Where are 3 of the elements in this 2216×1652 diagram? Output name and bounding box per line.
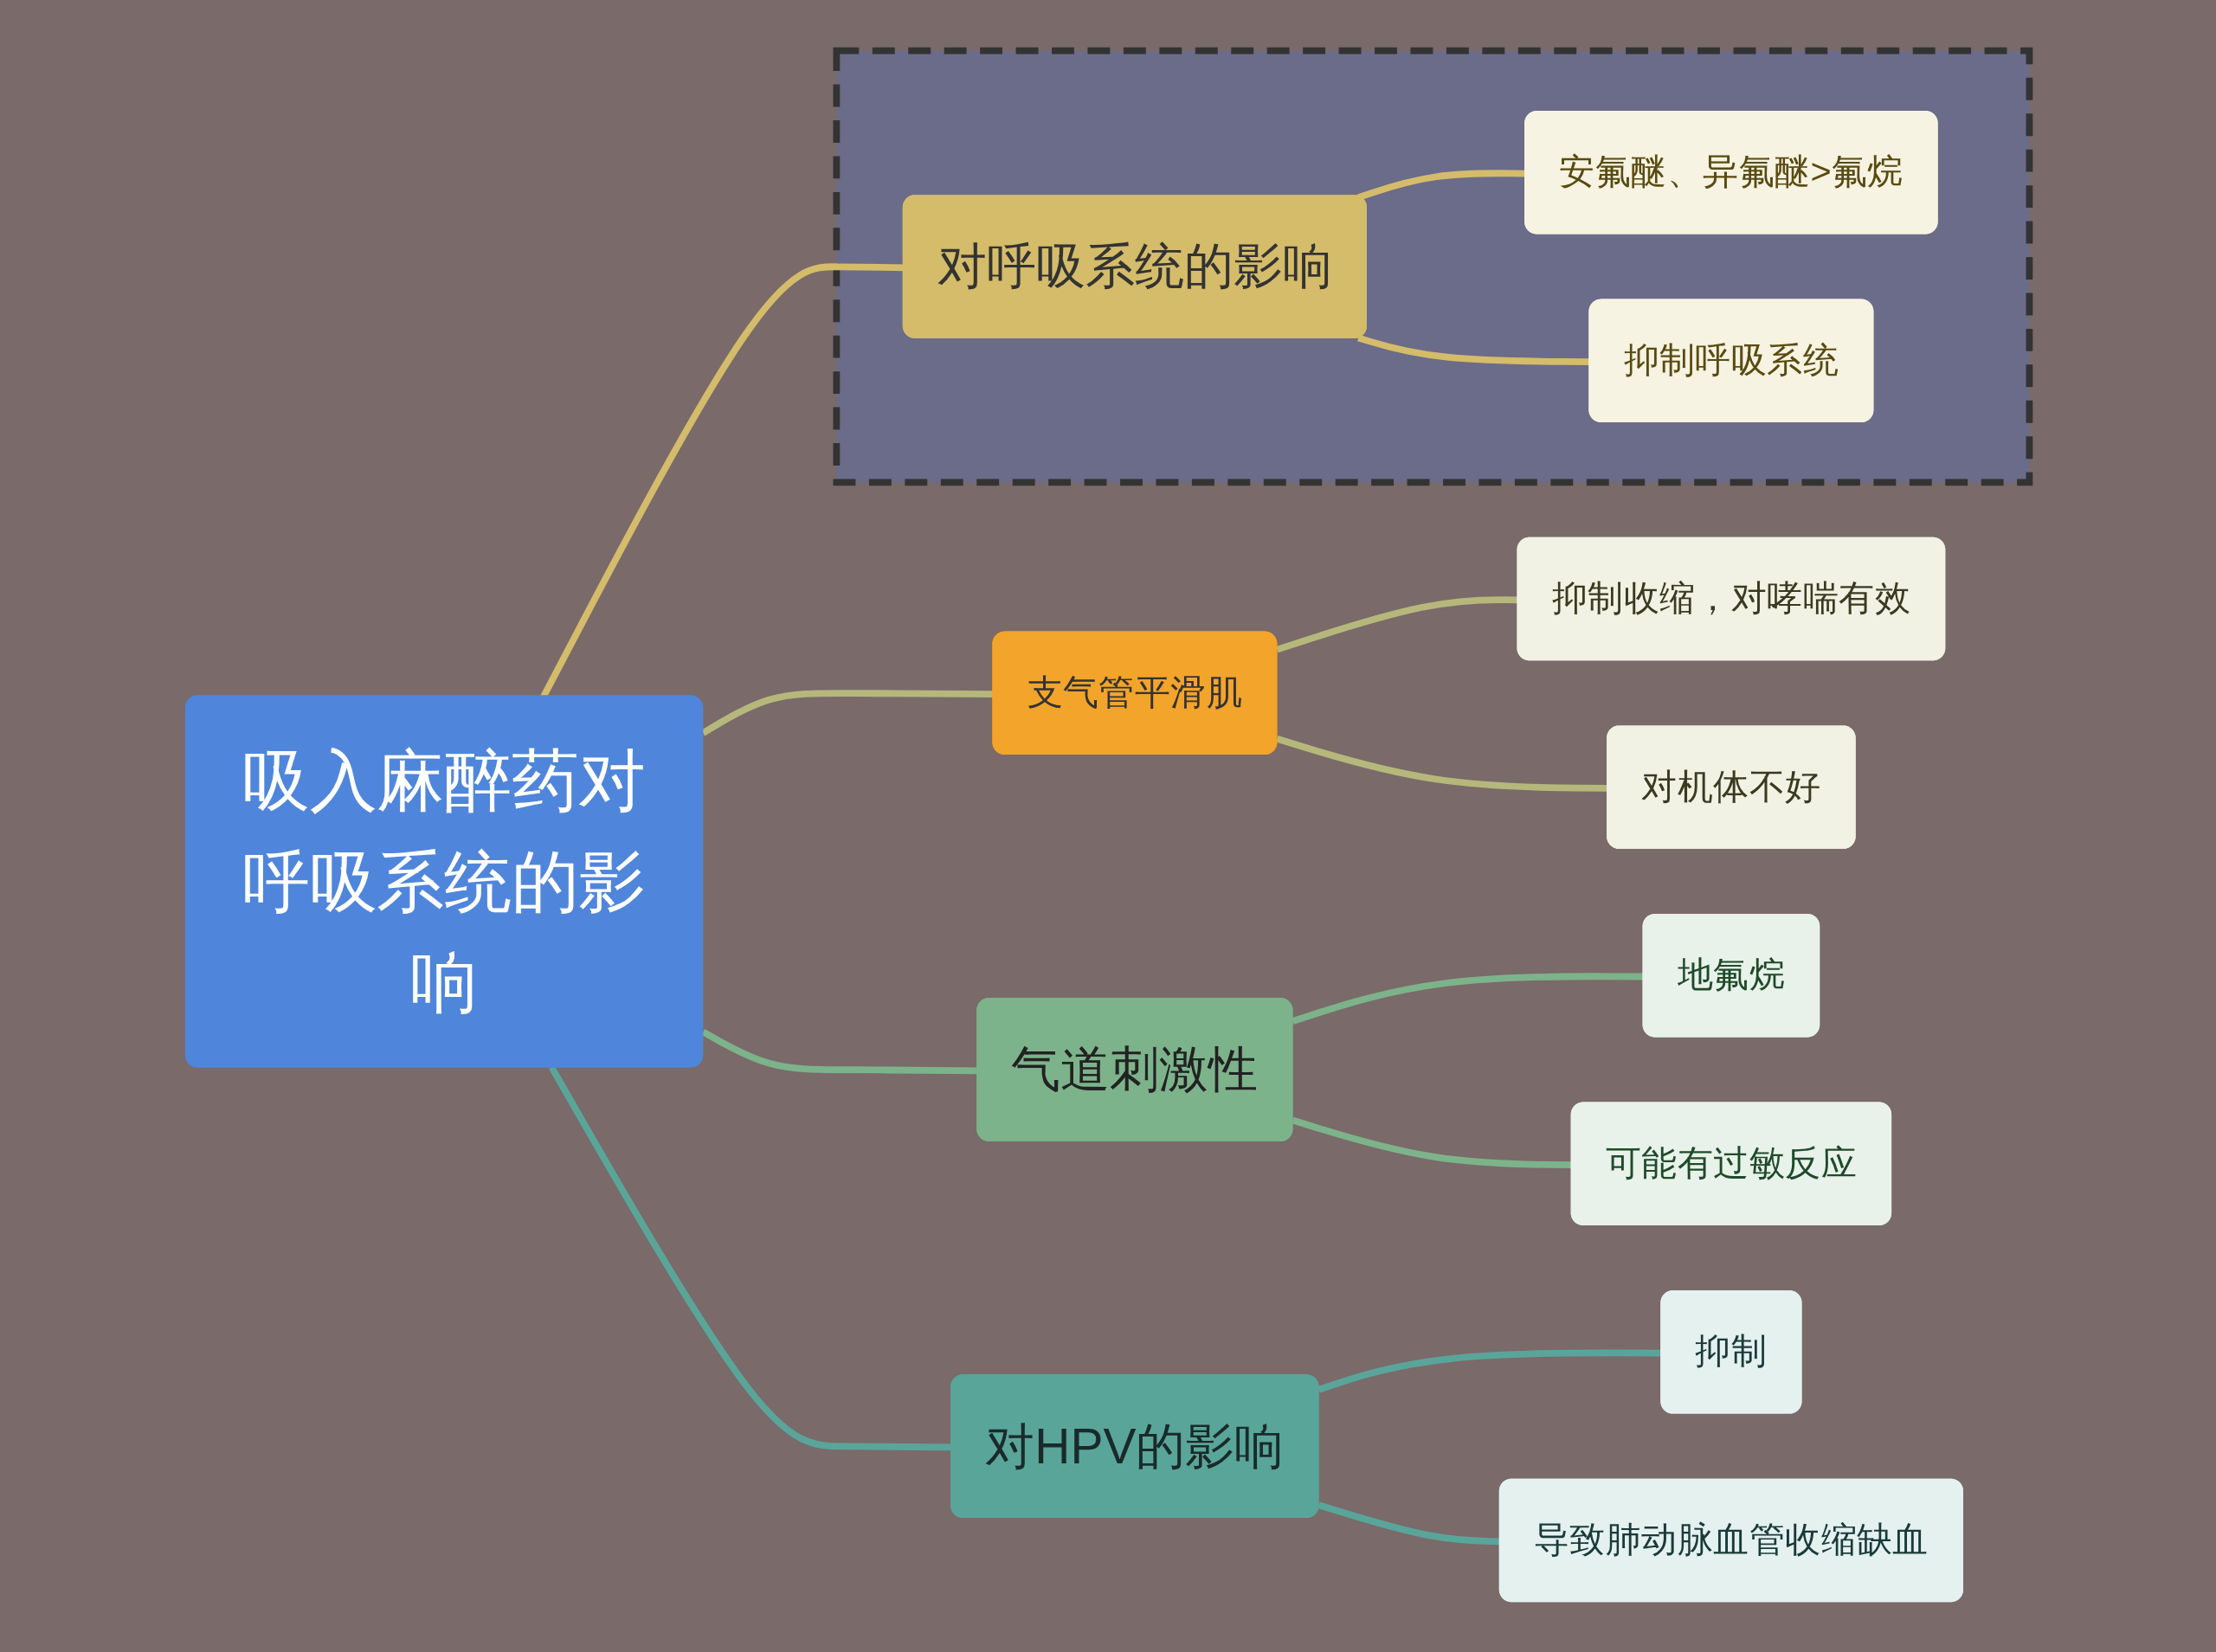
cluster xyxy=(833,48,2033,486)
connector xyxy=(1292,1117,1574,1169)
connector xyxy=(1276,736,1609,792)
